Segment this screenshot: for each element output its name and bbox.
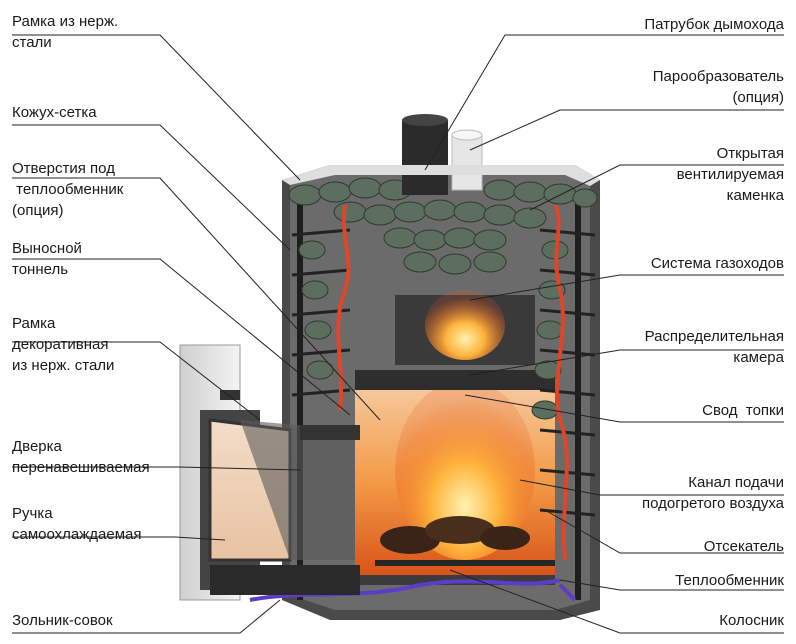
label-self-cooling-handle: Ручка самоохлаждаемая bbox=[12, 505, 142, 543]
ash-pan bbox=[210, 565, 360, 595]
chimney-pipe bbox=[402, 114, 448, 195]
label-stainless-frame: Рамка из нерж. стали bbox=[12, 13, 119, 51]
label-warm-air-channel: Канал подачи подогретого воздуха bbox=[641, 474, 784, 512]
label-heat-exchanger: Теплообменник bbox=[675, 572, 784, 589]
label-firebox-vault: Свод топки bbox=[702, 402, 784, 419]
flame bbox=[395, 380, 535, 560]
label-grate: Колосник bbox=[719, 612, 784, 629]
label-deflector: Отсекатель bbox=[703, 538, 784, 555]
label-mesh-casing: Кожух-сетка bbox=[12, 104, 97, 121]
leader-lines bbox=[12, 34, 784, 634]
label-open-heater: Открытая вентилируемая каменка bbox=[676, 145, 784, 204]
label-chimney-pipe: Патрубок дымохода bbox=[644, 16, 784, 33]
label-reversible-door: Дверка перенавешиваемая bbox=[12, 438, 150, 476]
label-decorative-frame: Рамка декоративная из нерж. стали bbox=[12, 315, 115, 374]
label-external-tunnel: Выносной тоннель bbox=[12, 240, 82, 278]
label-heat-exchanger-holes: Отверстия под теплообменник (опция) bbox=[12, 160, 124, 219]
label-flue-system: Система газоходов bbox=[650, 255, 784, 272]
stones bbox=[288, 177, 598, 420]
logs bbox=[380, 516, 530, 554]
label-distribution-chamber: Распределительная камера bbox=[644, 328, 784, 366]
external-tunnel bbox=[179, 344, 360, 601]
label-steam-generator: Парообразователь (опция) bbox=[652, 68, 784, 106]
steam-generator bbox=[451, 129, 483, 191]
label-ash-pan: Зольник-совок bbox=[12, 612, 113, 629]
air-flow bbox=[249, 204, 577, 602]
